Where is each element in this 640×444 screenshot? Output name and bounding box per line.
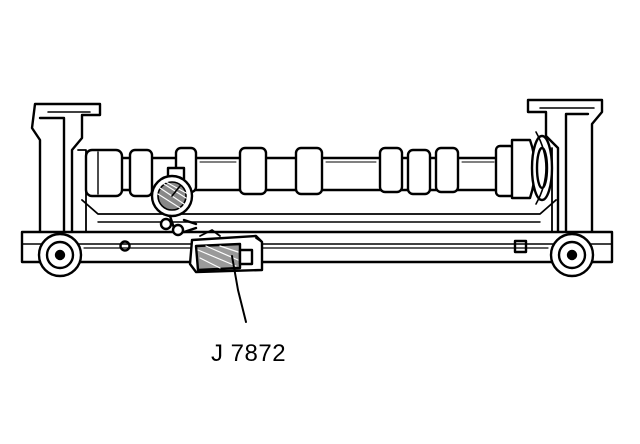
- cam-lobe: [434, 146, 460, 194]
- cam-lobe: [378, 146, 404, 194]
- magnetic-base-j7872: [188, 229, 264, 274]
- left-support-stand: [30, 102, 102, 242]
- cam-lobe: [406, 148, 432, 196]
- base-rail: [20, 230, 614, 264]
- cam-lobe: [128, 148, 154, 198]
- cam-lobe: [294, 146, 324, 196]
- dial-indicator: [150, 166, 198, 237]
- tool-callout-label: J 7872: [211, 340, 287, 367]
- cam-lobe: [238, 146, 268, 196]
- left-wheel: [37, 232, 83, 278]
- rail-hole-left: [119, 240, 131, 252]
- journal-1: [84, 148, 124, 198]
- rail-slot-right: [513, 239, 528, 254]
- camshaft: [84, 131, 554, 205]
- right-wheel: [549, 232, 595, 278]
- callout-leader-line: [231, 255, 247, 323]
